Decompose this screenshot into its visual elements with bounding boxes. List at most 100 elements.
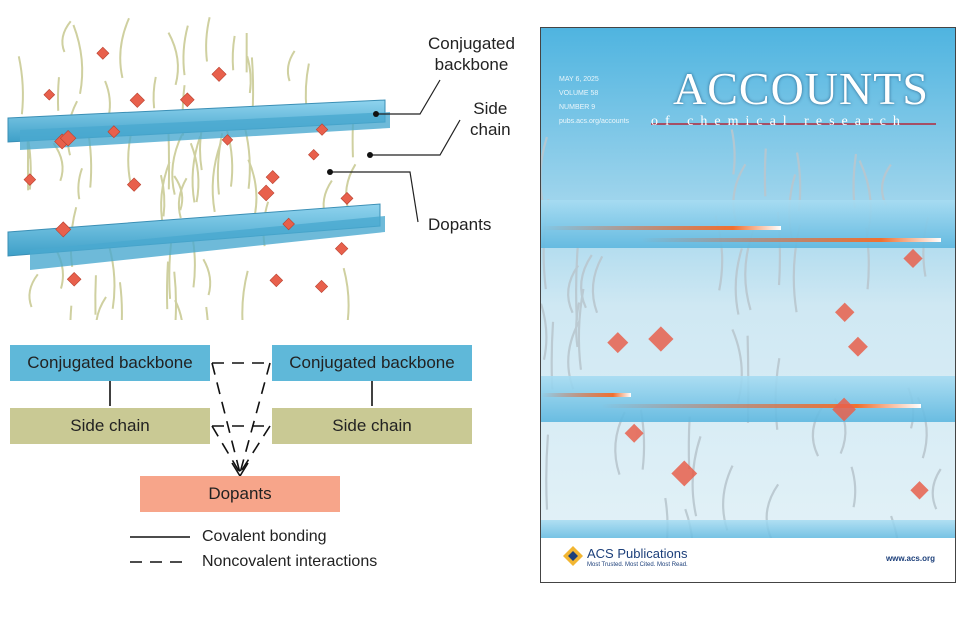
side-chain-strand: [189, 142, 200, 203]
side-chain-strand: [286, 50, 296, 82]
side-chain-strand: [174, 299, 183, 320]
dopant-crystals: [23, 46, 354, 294]
dopant-crystal: [211, 66, 227, 82]
left-backbone-dopant-link: [211, 362, 241, 474]
side-chain-strand: [205, 306, 209, 320]
left-backbone-box: Conjugated backbone: [10, 345, 210, 381]
publisher-url: www.acs.org: [885, 554, 935, 563]
publisher-tagline: Most Trusted. Most Cited. Most Read.: [587, 562, 688, 568]
side-chain-strand: [152, 76, 157, 109]
side-chain-strand: [191, 136, 202, 203]
dopant-crystal: [221, 134, 234, 146]
dopant-crystal: [308, 149, 320, 161]
side-chain-strand: [241, 270, 249, 320]
dopant-crystal: [126, 177, 142, 192]
cover-charge-beams: [541, 226, 941, 408]
side-chain-strand: [342, 267, 350, 320]
dopant-crystal: [23, 173, 37, 186]
side-chain-strand: [202, 258, 212, 296]
side-chain-strand: [119, 17, 130, 79]
interaction-connectors: [109, 362, 373, 563]
side-chains: [17, 16, 357, 320]
side-chain-callout-dot: [367, 152, 373, 158]
dopant-crystal: [257, 184, 275, 202]
right-backbone-dopant-link: [239, 362, 271, 474]
side-chain-strand: [250, 57, 255, 107]
journal-cover: MAY 6, 2025 VOLUME 58 NUMBER 9 pubs.acs.…: [540, 27, 956, 583]
side-chain-strand: [52, 142, 64, 182]
dopant-crystal: [334, 242, 349, 256]
cover-title: ACCOUNTS: [673, 63, 929, 114]
left-side-chain-box: Side chain: [10, 408, 210, 444]
side-chain-strand: [243, 127, 251, 189]
cover-dopant-crystal: [648, 326, 674, 352]
side-chain-strand: [77, 167, 83, 200]
side-chain-strand: [159, 174, 166, 217]
cover-side-chain: [541, 136, 548, 206]
legend-covalent-label: Covalent bonding: [202, 528, 327, 545]
cover-volume: VOLUME 58: [559, 90, 599, 97]
lower-backbone-sheets: [7, 203, 385, 270]
upper-backbone-sheets: [7, 99, 390, 150]
dopant-crystal: [59, 130, 77, 147]
dopant-crystal: [129, 92, 145, 108]
cover-side-chain: [580, 254, 593, 309]
cover-side-chain: [577, 288, 585, 370]
dopant-crystal: [269, 273, 284, 288]
cover-side-chain: [763, 148, 767, 197]
molecular-schematic: [7, 16, 461, 320]
side-chain-strand: [72, 24, 84, 95]
side-chain-callout-label: Side chain: [470, 99, 511, 139]
dopants-callout-label: Dopants: [428, 215, 492, 234]
acs-logo-icon: [563, 546, 583, 566]
side-chain-strand: [167, 32, 179, 86]
dopant-crystal: [107, 125, 121, 139]
cover-dopant-crystal: [910, 481, 929, 500]
side-chain-strand: [165, 261, 169, 310]
right-sidechain-dopant-link: [239, 425, 271, 474]
side-chain-strand: [61, 20, 72, 53]
dopant-crystal: [43, 88, 56, 101]
dopant-crystal: [315, 123, 329, 136]
side-chain-strand: [246, 55, 252, 94]
dopant-crystal: [314, 279, 329, 294]
cover-number: NUMBER 9: [559, 104, 596, 111]
side-chain-strand: [173, 271, 177, 320]
side-chain-strand: [177, 177, 188, 219]
cover-side-chain: [687, 416, 691, 470]
cover-subtitle: of chemical research: [651, 114, 907, 129]
dopants-box: Dopants: [140, 476, 340, 512]
cover-dopant-crystal: [834, 302, 855, 323]
cover-side-chain: [575, 302, 581, 348]
cover-dopant-crystal: [832, 397, 856, 422]
dopant-callout-dot: [327, 169, 333, 175]
dopant-crystal: [96, 46, 110, 60]
left-sidechain-dopant-link: [211, 425, 241, 474]
right-side-chain-box: Side chain: [272, 408, 472, 444]
side-chain-strand: [17, 56, 24, 115]
side-chain-strand: [231, 35, 236, 71]
cover-side-chain: [591, 255, 604, 314]
callout-lines: [330, 79, 461, 223]
cover-side-chain: [567, 264, 580, 314]
cover-dopant-crystal: [671, 460, 698, 487]
right-backbone-box: Conjugated backbone: [272, 345, 472, 381]
cover-side-chain: [734, 248, 743, 315]
side-chain-strand: [173, 175, 184, 211]
cover-side-chain: [850, 466, 857, 508]
dopant-crystal: [55, 221, 72, 238]
cover-side-chain: [730, 129, 736, 175]
cover-date: MAY 6, 2025: [559, 76, 599, 83]
dopant-crystal: [282, 217, 295, 231]
cover-dopant-crystal: [847, 336, 868, 357]
cover-site: pubs.acs.org/accounts: [559, 118, 630, 125]
dopant-crystal: [66, 271, 82, 287]
side-chain-strand: [104, 80, 111, 117]
side-chain-strand: [118, 282, 123, 320]
side-chain-strand: [182, 25, 189, 76]
legend-noncovalent-label: Noncovalent interactions: [202, 553, 378, 570]
side-chain-strand: [95, 296, 107, 320]
side-chain-strand: [28, 273, 39, 308]
cover-side-chain: [541, 303, 548, 360]
backbone-callout-dot: [373, 111, 379, 117]
